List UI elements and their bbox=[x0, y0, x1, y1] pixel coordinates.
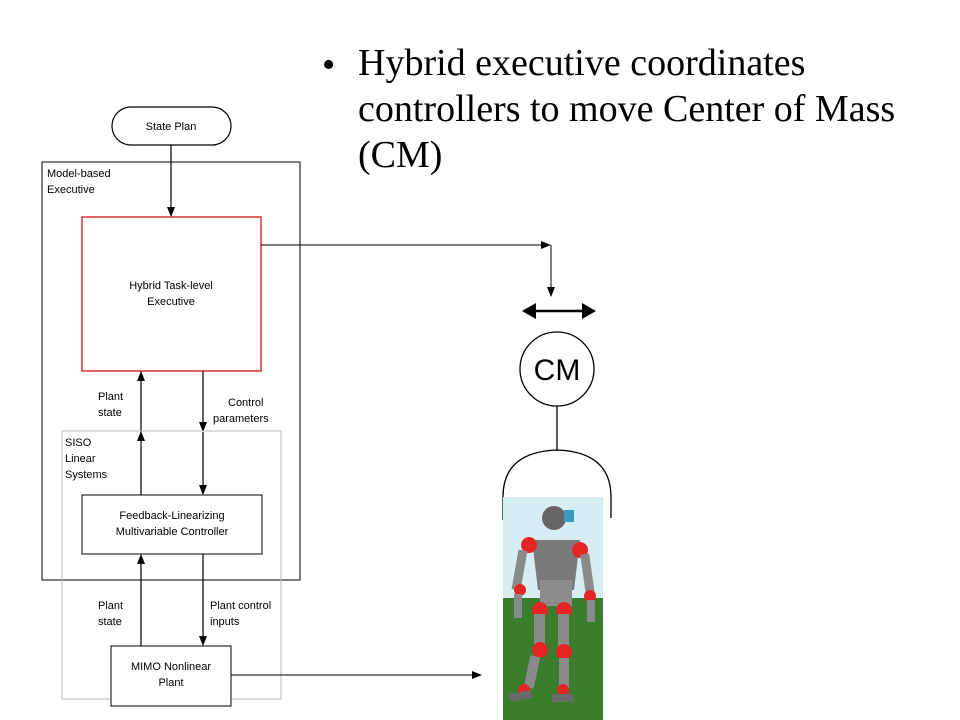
robot-right-knee bbox=[556, 644, 572, 660]
plant-state-bottom-label-1: Plant bbox=[98, 600, 123, 612]
hybrid-label-1: Hybrid Task-level bbox=[129, 280, 213, 292]
robot-left-elbow bbox=[514, 584, 526, 596]
cm-label: CM bbox=[534, 354, 581, 387]
robot-right-shin bbox=[559, 658, 569, 688]
robot-right-shoulder bbox=[572, 542, 588, 558]
control-params-label-1: Control bbox=[228, 397, 263, 409]
robot-right-foot bbox=[552, 694, 574, 702]
plant-state-bottom-label-2: state bbox=[98, 616, 122, 628]
feedback-controller-node bbox=[81, 494, 263, 555]
hybrid-label-2: Executive bbox=[147, 296, 195, 308]
plant-state-top-label-1: Plant bbox=[98, 391, 123, 403]
control-params-label-2: parameters bbox=[213, 413, 269, 425]
robot-left-foot bbox=[509, 690, 533, 702]
model-exec-label-2: Executive bbox=[47, 184, 95, 196]
feedback-label-2: Multivariable Controller bbox=[116, 526, 229, 538]
robot-right-elbow bbox=[584, 590, 596, 602]
bullet-text: Hybrid executive coordinates controllers… bbox=[358, 42, 896, 176]
model-exec-label-1: Model-based bbox=[47, 168, 111, 180]
robot-left-upper-arm bbox=[511, 549, 528, 591]
plant-control-label-2: inputs bbox=[210, 616, 240, 628]
robot-right-forearm bbox=[587, 600, 595, 622]
siso-label-3: Systems bbox=[65, 469, 108, 481]
plant-state-top-label-2: state bbox=[98, 407, 122, 419]
state-plan-label: State Plan bbox=[146, 121, 197, 133]
mimo-label-2: Plant bbox=[158, 677, 183, 689]
cm-left-arrow-icon bbox=[522, 303, 536, 319]
robot-torso bbox=[532, 540, 580, 590]
siso-label-1: SISO bbox=[65, 437, 92, 449]
cm-arc bbox=[502, 449, 612, 518]
robot-visor bbox=[564, 510, 574, 522]
robot-left-knee bbox=[532, 642, 548, 658]
mimo-plant-node bbox=[110, 645, 232, 707]
robot-right-upper-arm bbox=[580, 553, 595, 595]
robot-pelvis bbox=[540, 580, 572, 606]
feedback-label-1: Feedback-Linearizing bbox=[119, 510, 224, 522]
robot-left-forearm bbox=[514, 594, 522, 618]
robot-left-thigh bbox=[534, 614, 545, 648]
hybrid-executive-node bbox=[81, 216, 262, 372]
cm-right-arrow-icon bbox=[582, 303, 596, 319]
robot-head bbox=[542, 506, 566, 530]
mimo-label-1: MIMO Nonlinear bbox=[131, 661, 211, 673]
robot-image bbox=[503, 497, 603, 720]
robot-right-ankle bbox=[557, 684, 569, 696]
robot-left-shoulder bbox=[521, 537, 537, 553]
siso-label-2: Linear bbox=[65, 453, 96, 465]
robot-left-shin bbox=[523, 655, 541, 689]
robot-right-thigh bbox=[558, 614, 569, 648]
plant-control-label-1: Plant control bbox=[210, 600, 271, 612]
bullet-icon: • bbox=[322, 44, 336, 86]
